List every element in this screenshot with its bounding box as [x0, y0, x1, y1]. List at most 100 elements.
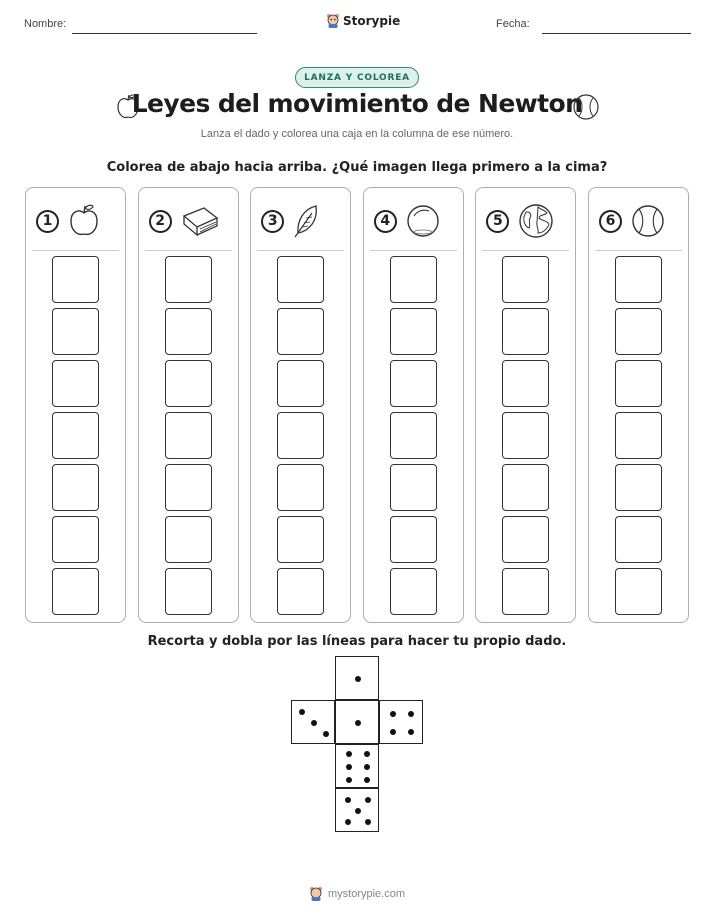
color-box[interactable] — [389, 412, 437, 459]
die-pip — [407, 728, 414, 735]
color-box[interactable] — [389, 308, 437, 355]
color-box[interactable] — [164, 464, 212, 511]
die-pip — [346, 777, 353, 784]
die-face-4 — [379, 700, 423, 744]
column-4: 4 — [362, 187, 464, 623]
die-pip — [364, 819, 371, 825]
name-line[interactable] — [72, 33, 257, 34]
footer: mystorypie.com — [0, 886, 714, 901]
footer-url[interactable]: mystorypie.com — [327, 887, 406, 900]
color-box[interactable] — [164, 568, 212, 615]
marble-icon — [405, 203, 441, 239]
column-2: 2 — [137, 187, 239, 623]
die-pip — [311, 720, 317, 726]
color-box[interactable] — [389, 256, 437, 303]
column-number: 4 — [373, 209, 397, 233]
column-1: 1 — [25, 187, 126, 623]
die-pip — [390, 728, 397, 735]
brand-name: Storypie — [343, 13, 401, 28]
color-box[interactable] — [615, 308, 662, 355]
storypie-mascot-icon — [327, 14, 339, 28]
apple-icon — [117, 94, 139, 119]
die-pip — [298, 709, 305, 715]
color-box[interactable] — [164, 256, 212, 303]
color-box[interactable] — [615, 360, 662, 407]
die-pip — [346, 764, 353, 770]
die-pip — [355, 720, 361, 726]
color-box[interactable] — [164, 412, 212, 459]
color-box[interactable] — [389, 464, 437, 511]
column-header: 1 — [36, 202, 117, 240]
die-pip — [355, 808, 361, 814]
die-pip — [323, 731, 330, 737]
date-label: Fecha: — [496, 18, 530, 30]
die-pip — [363, 764, 370, 770]
die-pip — [390, 711, 397, 718]
date-line[interactable] — [542, 33, 691, 34]
die-face-6 — [335, 744, 379, 788]
activity-tag: LANZA Y COLOREA — [295, 67, 419, 88]
die-pip — [363, 777, 370, 784]
color-box[interactable] — [277, 256, 325, 303]
feather-icon — [292, 203, 322, 239]
color-box[interactable] — [52, 516, 99, 563]
color-box[interactable] — [52, 308, 99, 355]
color-box[interactable] — [52, 464, 99, 511]
column-divider — [595, 250, 682, 251]
die-pip — [345, 819, 352, 825]
column-divider — [32, 250, 119, 251]
book-icon — [180, 204, 220, 238]
color-box[interactable] — [164, 360, 212, 407]
die-face-5 — [335, 788, 379, 832]
color-box[interactable] — [389, 568, 437, 615]
baseball-icon — [630, 203, 666, 239]
color-box[interactable] — [277, 568, 325, 615]
die-face-1 — [335, 700, 379, 744]
color-box[interactable] — [502, 516, 550, 563]
die-pip — [355, 676, 361, 682]
color-box[interactable] — [52, 360, 99, 407]
column-3: 3 — [250, 187, 352, 623]
column-number: 6 — [599, 209, 622, 233]
color-box[interactable] — [277, 516, 325, 563]
die-face-1 — [335, 656, 379, 700]
color-box[interactable] — [615, 412, 662, 459]
color-box[interactable] — [502, 568, 550, 615]
color-box[interactable] — [615, 464, 662, 511]
color-box[interactable] — [389, 360, 437, 407]
color-box[interactable] — [52, 568, 99, 615]
apple-icon — [67, 203, 101, 239]
die-face-3 — [291, 700, 335, 744]
column-header: 5 — [486, 202, 567, 240]
coloring-instruction: Colorea de abajo hacia arriba. ¿Qué imag… — [106, 160, 608, 175]
color-box[interactable] — [615, 256, 662, 303]
column-number: 1 — [36, 209, 59, 233]
color-box[interactable] — [277, 412, 325, 459]
color-box[interactable] — [52, 256, 99, 303]
color-box[interactable] — [277, 308, 325, 355]
color-box[interactable] — [502, 412, 550, 459]
color-box[interactable] — [502, 308, 550, 355]
color-box[interactable] — [164, 516, 212, 563]
column-divider — [144, 250, 232, 251]
color-box[interactable] — [277, 360, 325, 407]
color-box[interactable] — [615, 516, 662, 563]
globe-icon — [517, 202, 555, 240]
color-box[interactable] — [277, 464, 325, 511]
color-box[interactable] — [502, 256, 550, 303]
storypie-mascot-icon — [309, 887, 322, 901]
die-pip — [345, 797, 352, 803]
color-box[interactable] — [52, 412, 99, 459]
color-box[interactable] — [502, 464, 550, 511]
column-header: 4 — [373, 202, 455, 240]
die-pip — [363, 750, 370, 757]
page-subtitle: Lanza el dado y colorea una caja en la c… — [200, 128, 514, 140]
name-label: Nombre: — [24, 18, 67, 30]
color-box[interactable] — [502, 360, 550, 407]
column-header: 6 — [599, 202, 680, 240]
color-box[interactable] — [389, 516, 437, 563]
color-box[interactable] — [164, 308, 212, 355]
column-number: 3 — [261, 209, 285, 233]
dice-instruction: Recorta y dobla por las líneas para hace… — [147, 634, 567, 649]
color-box[interactable] — [615, 568, 662, 615]
